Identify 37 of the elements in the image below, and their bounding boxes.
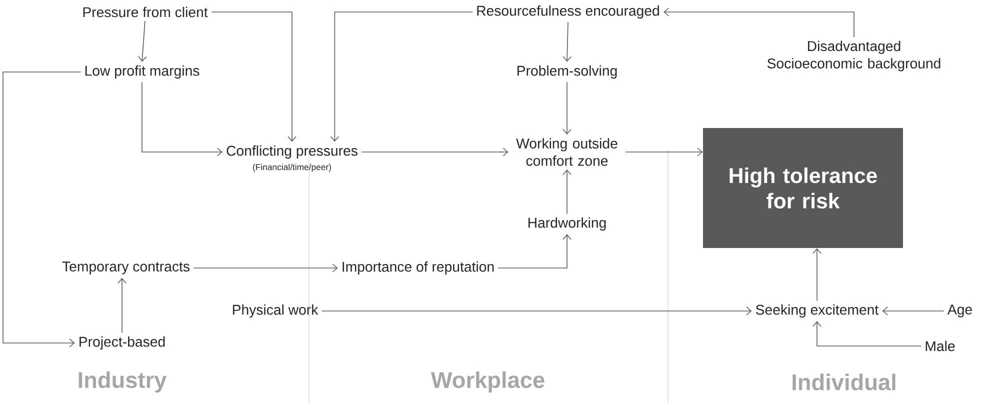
factor-label: Working outside comfort zone (516, 138, 618, 166)
arrow (625, 148, 703, 156)
arrow (562, 82, 572, 135)
factor-label: Temporary contracts (62, 262, 190, 274)
column-heading: Individual (792, 374, 896, 390)
result-box: High tolerance for risk (703, 128, 903, 248)
arrow (562, 22, 572, 62)
column-heading: Industry (78, 371, 167, 393)
column-heading: Workplace (430, 371, 544, 393)
arrow (498, 234, 572, 268)
factor-label: Disadvantaged Socioeconomic background (767, 40, 940, 72)
factor-label: Conflicting pressures (Financial/time/peer) (226, 145, 358, 172)
factor-label: Seeking excitement (756, 304, 879, 318)
arrow (138, 20, 147, 62)
factor-label: Age (947, 304, 972, 318)
factor-label: Pressure from client (83, 6, 208, 18)
arrow (211, 12, 296, 142)
factor-label: Project-based (80, 336, 165, 350)
factor-label: Male (926, 340, 955, 352)
arrow (321, 306, 752, 316)
factor-label: Low profit margins (85, 65, 200, 79)
factor-label: Resourcefulness encouraged (477, 5, 659, 19)
arrow (118, 278, 126, 334)
arrow (812, 248, 822, 302)
factor-label: Physical work (232, 304, 318, 318)
factor-label: Importance of reputation (342, 261, 494, 275)
arrow (882, 306, 944, 316)
arrow (812, 321, 922, 346)
arrow (664, 8, 854, 38)
arrow (2, 72, 82, 348)
arrow (361, 148, 508, 156)
arrow (193, 264, 338, 272)
factor-label: Problem-solving (518, 65, 617, 79)
factor-label: Hardworking (528, 217, 606, 231)
arrow (562, 169, 572, 214)
arrow (330, 12, 473, 142)
arrow (142, 82, 222, 156)
